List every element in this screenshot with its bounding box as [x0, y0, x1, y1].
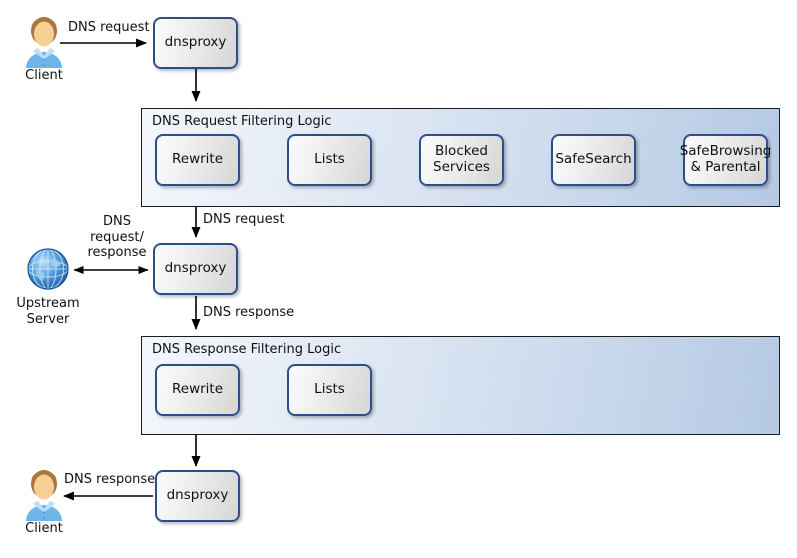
- stage-safesearch-label: SafeSearch: [555, 151, 632, 168]
- edge-label-dnsproxy-to-response-filter: DNS response: [203, 305, 295, 320]
- stage-rewrite-response-label: Rewrite: [171, 381, 224, 398]
- panel-response-filtering-title: DNS Response Filtering Logic: [152, 342, 342, 357]
- actor-client-top-caption: Client: [25, 68, 63, 83]
- dnsproxy-bottom-node[interactable]: dnsproxy: [155, 470, 240, 522]
- edge-label-dnsproxy-to-client: DNS response: [64, 472, 156, 487]
- stage-blocked-services-label-line1: Blocked: [435, 143, 488, 160]
- dnsproxy-middle-node[interactable]: dnsproxy: [153, 243, 238, 295]
- stage-rewrite-label: Rewrite: [171, 151, 224, 168]
- stage-safebrowsing-parental-label-line1: SafeBrowsing: [679, 143, 772, 160]
- actor-upstream-server-caption: Upstream Server: [6, 296, 90, 327]
- actor-client-bottom: [22, 469, 66, 525]
- actor-upstream-caption-line1: Upstream: [16, 296, 80, 311]
- edge-label-upstream-dnsproxy: DNS request/ response: [78, 214, 156, 261]
- stage-rewrite-response[interactable]: Rewrite: [155, 364, 240, 416]
- panel-response-filtering: DNS Response Filtering Logic: [141, 336, 780, 435]
- stage-blocked-services[interactable]: Blocked Services: [419, 134, 504, 186]
- panel-request-filtering-title: DNS Request Filtering Logic: [152, 114, 332, 129]
- stage-blocked-services-label-line2: Services: [433, 159, 490, 175]
- stage-safebrowsing-parental-label-line2: & Parental: [690, 159, 761, 175]
- actor-upstream-caption-line2: Server: [26, 311, 70, 327]
- edge-label-request-filter-to-dnsproxy: DNS request: [203, 212, 285, 227]
- edge-label-client-to-dnsproxy: DNS request: [68, 20, 150, 35]
- stage-safebrowsing-parental[interactable]: SafeBrowsing & Parental: [680, 134, 771, 186]
- stage-lists[interactable]: Lists: [287, 134, 372, 186]
- edge-label-upstream-line2: request/: [90, 229, 144, 245]
- stage-lists-response-label: Lists: [314, 381, 345, 398]
- edge-label-upstream-line3: response: [87, 245, 147, 261]
- stage-safesearch[interactable]: SafeSearch: [551, 134, 636, 186]
- actor-client-top: [22, 16, 66, 72]
- actor-upstream-server: [24, 245, 72, 297]
- edge-label-upstream-line1: DNS: [103, 214, 131, 229]
- globe-icon: [27, 248, 69, 290]
- dnsproxy-middle-label: dnsproxy: [164, 260, 227, 277]
- user-icon: [26, 470, 62, 521]
- dnsproxy-bottom-label: dnsproxy: [166, 487, 229, 504]
- stage-lists-label: Lists: [314, 151, 345, 168]
- dnsproxy-top-label: dnsproxy: [164, 34, 227, 51]
- stage-rewrite[interactable]: Rewrite: [155, 134, 240, 186]
- actor-client-bottom-caption: Client: [25, 521, 63, 536]
- stage-lists-response[interactable]: Lists: [287, 364, 372, 416]
- user-icon: [26, 17, 62, 68]
- dnsproxy-top-node[interactable]: dnsproxy: [153, 17, 238, 69]
